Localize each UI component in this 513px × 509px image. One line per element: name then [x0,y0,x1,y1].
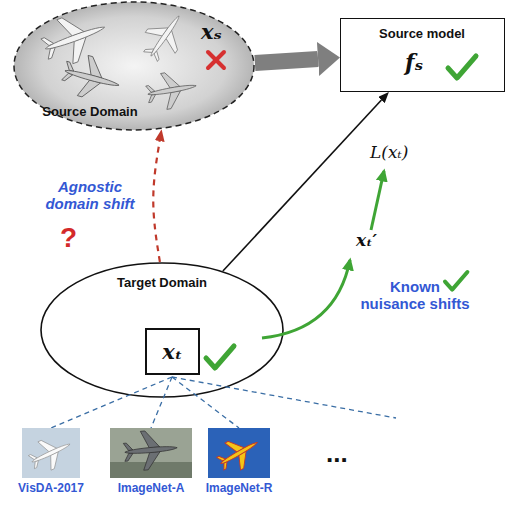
arrow-connector [153,141,160,262]
arrow-connector [223,100,382,271]
domain-ellipse: xₛSource Domain [13,1,255,131]
dashed-leader [51,377,172,428]
cross-mark [208,52,224,68]
shift-caption: Agnostic domain shift [35,178,145,212]
shift-arrow [371,171,384,230]
ellipsis-mark: ... [326,438,376,469]
plane-render [37,5,194,71]
sample-image [110,428,192,478]
math-symbol: fₛ [391,49,437,75]
domain-title: Source Domain [35,104,145,119]
math-symbol: xₛ [201,19,245,44]
domain-title: Target Domain [40,275,284,290]
check-mark [445,272,467,290]
math-symbol: xₜ [147,339,198,364]
sample-image [208,428,270,478]
dashed-leader [151,377,172,428]
loss-symbol: L(xₜ) [370,142,430,162]
sample-image [22,428,80,478]
shift-arrow [262,260,350,338]
question-mark: ? [60,222,90,254]
arrow-connector [255,59,318,63]
dataset-name: ImageNet-R [194,481,284,495]
shift-caption: Known nuisance shifts [358,278,472,312]
dataset-name: VisDA-2017 [6,481,96,495]
domain-ellipse: Target Domain xₜ [40,262,284,398]
check-mark [448,56,476,78]
dashed-leader [172,377,396,418]
ellipse-shape [41,263,283,397]
sample-box: xₜ [145,328,200,375]
ellipse-shape [14,2,254,130]
check-mark [206,346,234,368]
dashed-leader [172,377,239,428]
dataset-name: ImageNet-A [106,481,196,495]
box-title: Source model [341,26,503,41]
plane-render [59,50,199,112]
math-symbol: xₜ′ [356,230,396,250]
model-box: Source model fₛ [340,18,505,92]
